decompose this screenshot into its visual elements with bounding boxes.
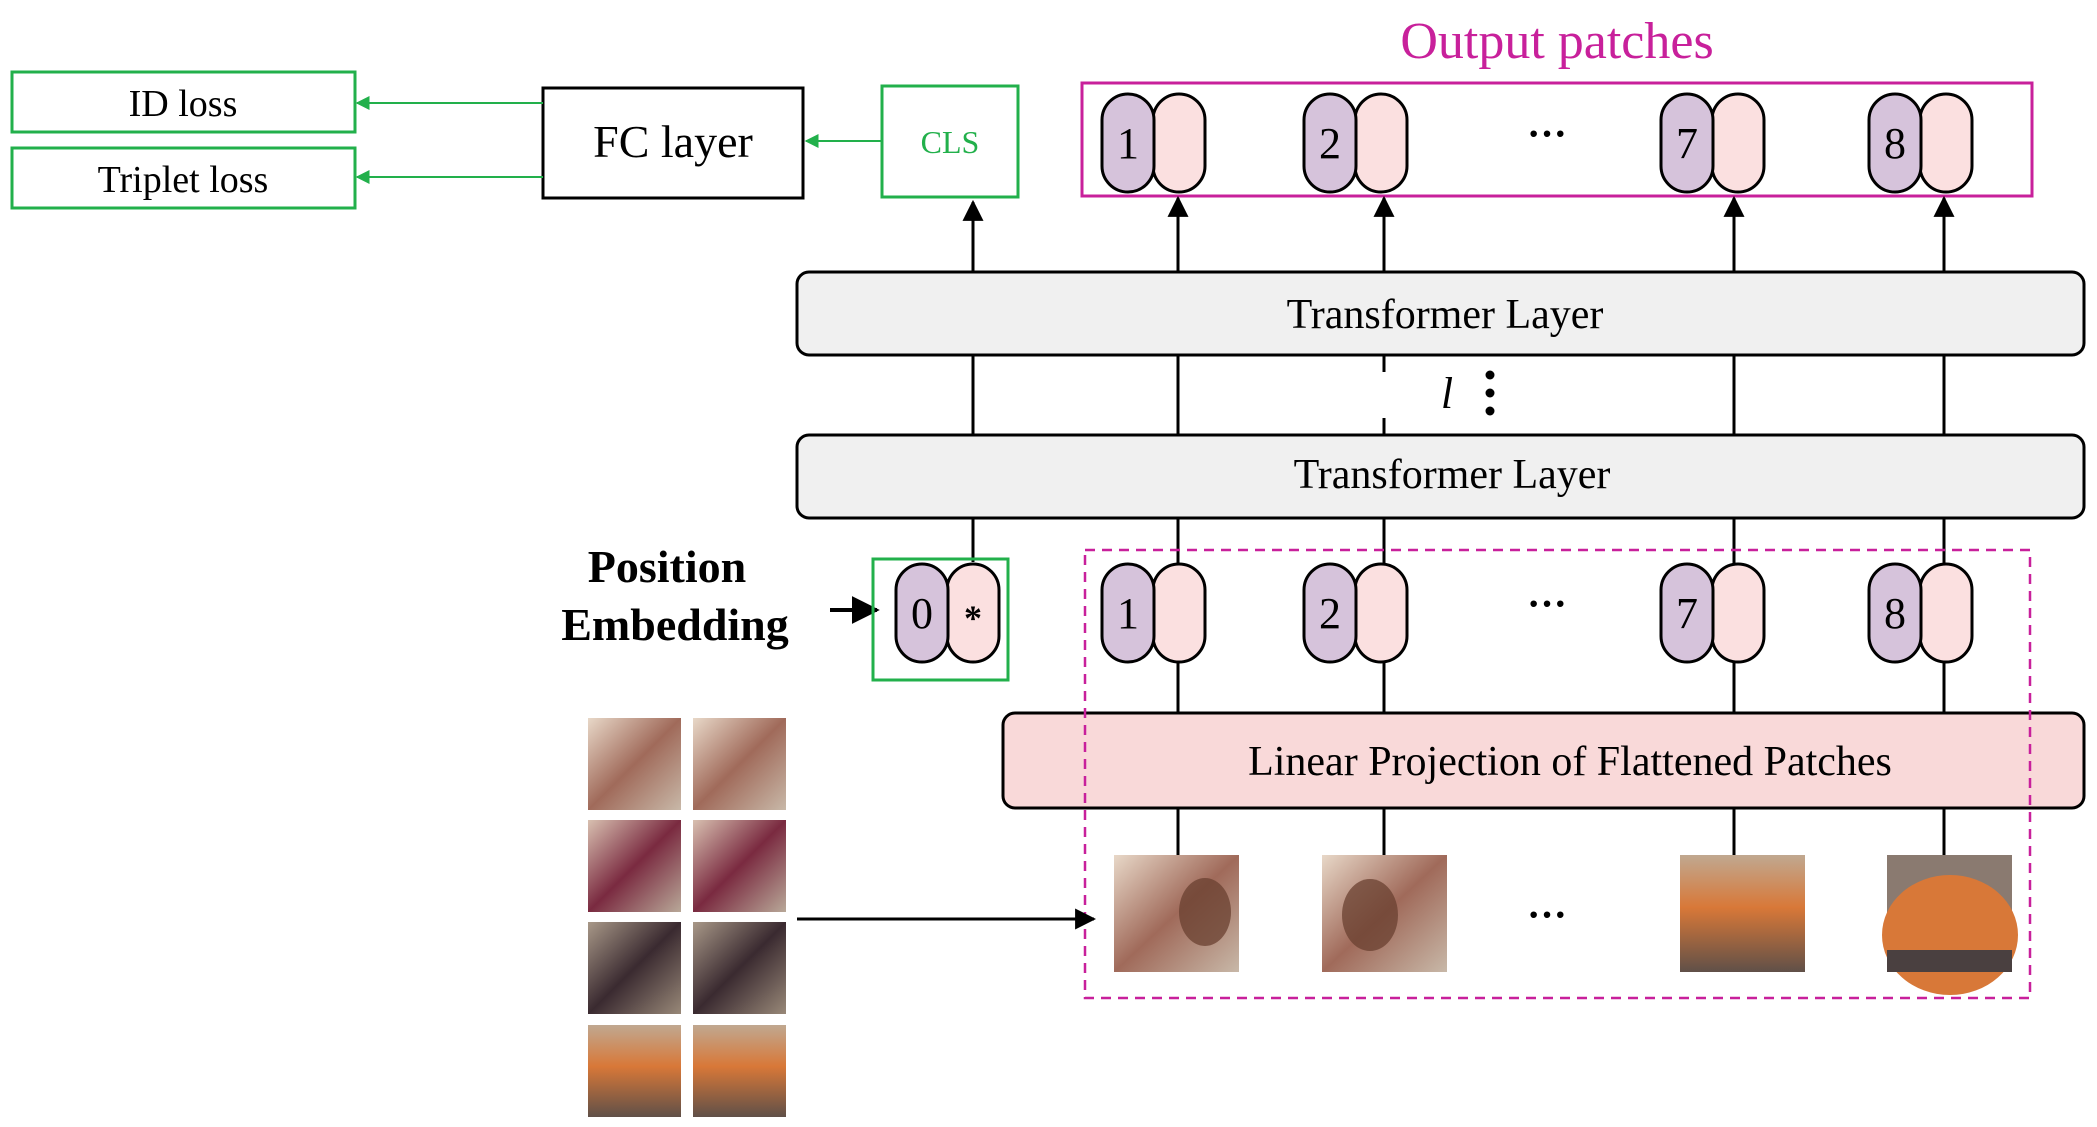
patch-ellipsis: ··· <box>1527 892 1567 937</box>
triplet-loss-box: Triplet loss <box>10 146 357 210</box>
cls-token-index: 0 <box>911 589 933 638</box>
output-token-index: 2 <box>1319 119 1341 168</box>
cls-token-box <box>871 557 1010 682</box>
vertical-connectors <box>971 355 1946 855</box>
upward-arrows <box>962 195 1955 272</box>
depth-label: l <box>1441 369 1453 418</box>
vertical-ellipsis <box>1485 370 1495 416</box>
input-token-index: 1 <box>1117 589 1139 638</box>
linear-projection-label: Linear Projection of Flattened Patches <box>1248 739 1892 785</box>
output-token-index: 8 <box>1884 119 1906 168</box>
output-token-index: 7 <box>1676 119 1698 168</box>
input-token-2: 2 <box>1302 562 1409 664</box>
output-patches-title: Output patches <box>1400 13 1713 70</box>
patch-image-8 <box>1882 855 2018 995</box>
transformer-layer-top-label: Transformer Layer <box>1287 292 1604 338</box>
input-token-1: 1 <box>1100 562 1207 664</box>
patch-image-2 <box>1322 855 1447 972</box>
person-image-patches <box>588 718 786 1117</box>
cls-token: 0 * <box>894 562 1001 664</box>
input-token-7: 7 <box>1659 562 1766 664</box>
position-embedding-line2: Embedding <box>561 599 789 650</box>
id-loss-box: ID loss <box>10 70 357 134</box>
transformer-layer-top: Transformer Layer <box>795 270 2086 357</box>
output-token-1: 1 <box>1100 92 1207 194</box>
fc-layer-label: FC layer <box>593 116 753 167</box>
output-ellipsis: ··· <box>1527 111 1567 156</box>
position-embedding-line1: Position <box>588 541 746 592</box>
output-token-7: 7 <box>1659 92 1766 194</box>
output-token-8: 8 <box>1867 92 1974 194</box>
output-patches-box <box>1080 81 2034 198</box>
output-token-2: 2 <box>1302 92 1409 194</box>
output-token-index: 1 <box>1117 119 1139 168</box>
cls-output-box: CLS <box>880 84 1020 199</box>
fc-layer-box: FC layer <box>541 86 805 200</box>
id-loss-label: ID loss <box>129 83 238 125</box>
input-token-index: 8 <box>1884 589 1906 638</box>
input-token-8: 8 <box>1867 562 1974 664</box>
cls-token-mark: * <box>964 598 982 638</box>
transformer-layer-bottom: Transformer Layer <box>795 433 2086 520</box>
input-token-index: 2 <box>1319 589 1341 638</box>
patch-image-1 <box>1114 855 1239 972</box>
input-ellipsis: ··· <box>1527 581 1567 626</box>
input-token-index: 7 <box>1676 589 1698 638</box>
patch-image-7 <box>1680 855 1805 972</box>
linear-projection-box: Linear Projection of Flattened Patches <box>1001 711 2086 810</box>
cls-label: CLS <box>921 124 980 160</box>
transformer-layer-bottom-label: Transformer Layer <box>1294 452 1611 498</box>
triplet-loss-label: Triplet loss <box>98 159 269 201</box>
